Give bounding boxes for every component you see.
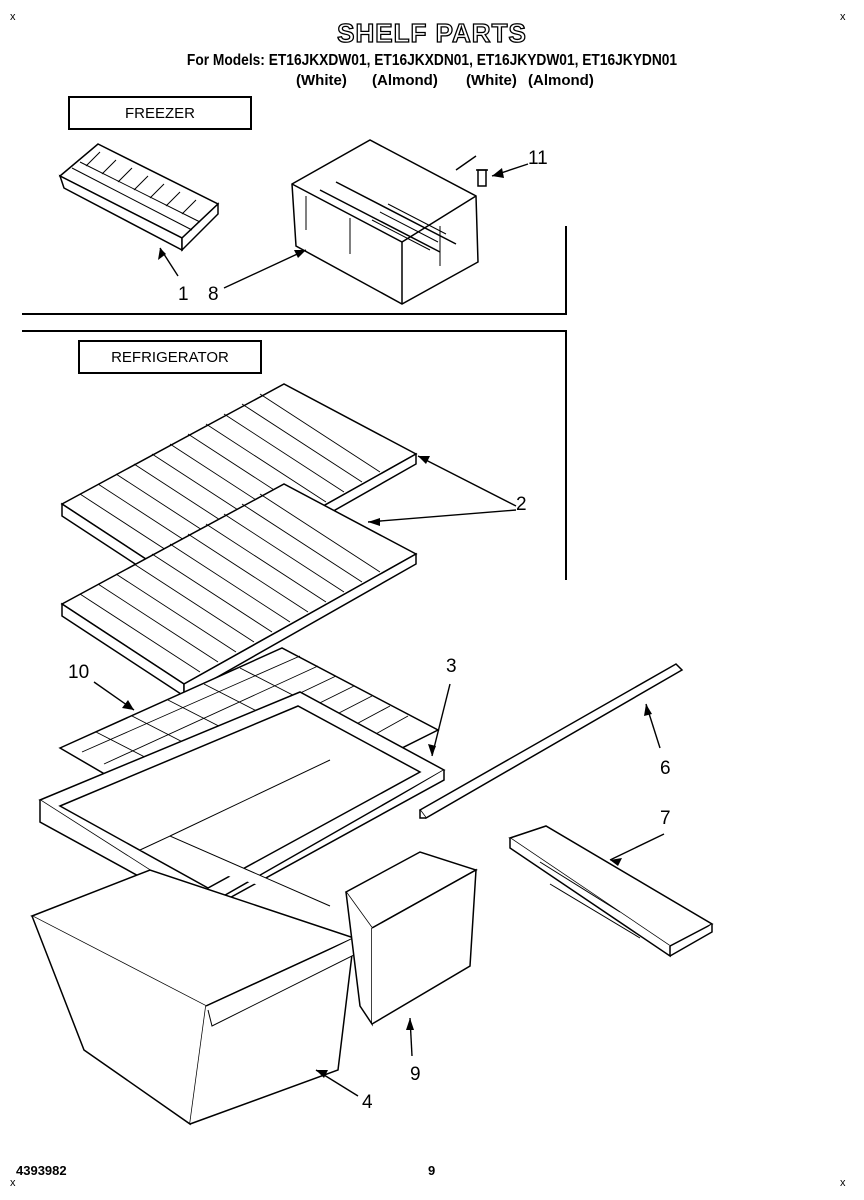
crisper-drawer-small	[344, 851, 478, 1027]
models-line: For Models: ET16JKXDW01, ET16JKXDN01, ET…	[186, 52, 678, 69]
callout-8: 8	[208, 284, 219, 305]
page-title: SHELF PARTS	[337, 17, 527, 48]
screw-part	[476, 169, 488, 187]
freezer-frame	[22, 226, 567, 315]
freezer-label: FREEZER	[124, 104, 195, 122]
callout-10: 10	[68, 662, 90, 683]
arrow-heads	[122, 168, 652, 1078]
color-label-almond-2: (Almond)	[528, 72, 594, 89]
callout-4: 4	[362, 1092, 373, 1113]
callout-6: 6	[660, 758, 671, 779]
callout-9: 9	[410, 1064, 421, 1085]
color-label-white-2: (White)	[466, 72, 517, 89]
crisper-drawer-large	[30, 869, 357, 1126]
section-label-refrigerator: REFRIGERATOR	[78, 340, 262, 374]
corner-mark-bottom-right: x	[840, 1177, 846, 1189]
corner-mark-bottom-left: x	[10, 1177, 16, 1189]
color-label-almond-1: (Almond)	[372, 72, 438, 89]
callout-11: 11	[528, 148, 548, 169]
corner-mark-top-left: x	[10, 11, 16, 23]
color-label-white-1: (White)	[296, 72, 347, 89]
callout-1: 1	[178, 284, 189, 305]
refrigerator-frame	[22, 330, 567, 580]
refrigerator-shelf-lower	[60, 483, 418, 698]
page-number: 9	[428, 1163, 436, 1178]
rail-part	[418, 663, 684, 819]
callout-3: 3	[446, 656, 457, 677]
callout-2: 2	[516, 494, 527, 515]
ice-tray-part	[58, 143, 220, 252]
section-label-freezer: FREEZER	[68, 96, 252, 130]
crisper-frame-part	[38, 691, 446, 914]
refrigerator-label: REFRIGERATOR	[111, 348, 229, 366]
document-code: 4393982	[16, 1163, 67, 1178]
callout-7: 7	[660, 808, 671, 829]
corner-mark-top-right: x	[840, 11, 846, 23]
freezer-shelf-part	[291, 139, 479, 305]
slide-bracket-part	[508, 825, 714, 958]
